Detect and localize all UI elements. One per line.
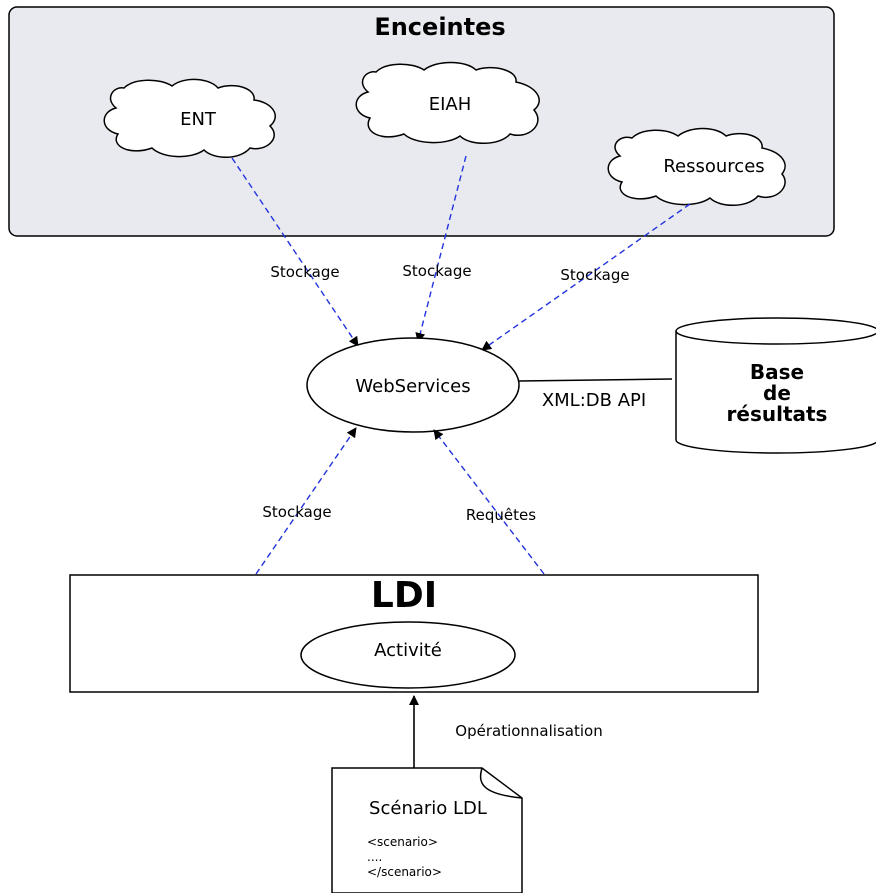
scenario-code-dots: ....: [367, 850, 382, 864]
ressources-label: Ressources: [663, 156, 764, 177]
database-line1: Base: [750, 360, 804, 384]
webservices-label: WebServices: [355, 376, 470, 397]
edge-label-stockage-eiah: Stockage: [402, 262, 471, 280]
webservices-node: WebServices: [306, 337, 520, 433]
edge-ldi-stockage: [255, 427, 357, 575]
ldi-node: LDI Activité: [69, 574, 759, 693]
activite-node: [300, 621, 516, 689]
edge-label-operationnalisation: Opérationnalisation: [455, 722, 602, 740]
ldi-title: LDI: [371, 575, 437, 616]
ent-label: ENT: [180, 109, 217, 130]
scenario-title: Scénario LDL: [369, 798, 487, 819]
edge-label-stockage-ent: Stockage: [270, 263, 339, 281]
edge-label-requetes: Requêtes: [466, 506, 536, 524]
activite-label: Activité: [374, 640, 442, 661]
edge-label-stockage-ressources: Stockage: [560, 266, 629, 284]
scenario-document: Scénario LDL <scenario> .... </scenario>: [331, 767, 523, 893]
eiah-label: EIAH: [429, 94, 472, 115]
database-line3: résultats: [727, 402, 828, 426]
scenario-code-open: <scenario>: [367, 835, 438, 849]
edge-webservices-database: [518, 378, 673, 382]
edge-ressources-webservices: [481, 203, 691, 351]
ent-cloud: ENT: [103, 78, 276, 158]
edge-eiah-webservices: [415, 155, 467, 343]
eiah-cloud: EIAH: [355, 61, 540, 144]
database-node: Base de résultats: [675, 317, 876, 454]
edge-label-xmldb: XML:DB API: [542, 390, 646, 411]
database-line2: de: [763, 381, 791, 405]
enceintes-title: Enceintes: [374, 13, 505, 41]
edge-label-stockage-ldi: Stockage: [262, 503, 331, 521]
ressources-cloud: Ressources: [607, 127, 786, 206]
scenario-code-close: </scenario>: [367, 865, 442, 879]
edge-ent-webservices: [231, 157, 359, 347]
edge-ldi-requetes: [433, 429, 545, 575]
